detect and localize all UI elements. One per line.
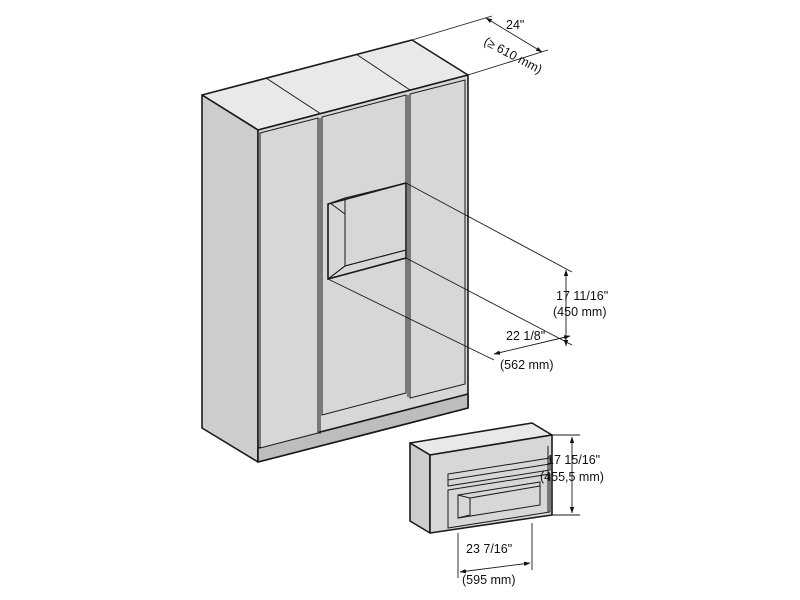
tall-cabinet (201, 39, 469, 463)
appliance-control-panel (447, 457, 551, 487)
niche-dimensions: 17 11/16" (450 mm) 22 1/8" (562 mm) (327, 182, 608, 372)
niche-height-metric-label: (450 mm) (553, 305, 606, 319)
cabinet-side-face (201, 94, 259, 463)
appliance-height-imperial-label: 17 15/16" (547, 453, 600, 467)
door-panel-right (409, 79, 466, 399)
appliance-width-metric-label: (595 mm) (462, 573, 515, 587)
appliance (409, 422, 553, 534)
cabinet-plinth (257, 393, 469, 463)
appliance-width-imperial-label: 23 7/16" (466, 542, 512, 556)
appliance-door (447, 473, 551, 529)
niche-height-imperial-label: 17 11/16" (556, 289, 608, 303)
appliance-dimensions: 17 15/16" (455,5 mm) 23 7/16" (595 mm) (457, 434, 604, 587)
depth-metric-label: (≥ 610 mm) (482, 34, 545, 76)
appliance-height-metric-label: (455,5 mm) (540, 470, 604, 484)
door-panel-left (259, 117, 319, 449)
niche-width-imperial-label: 22 1/8" (506, 329, 545, 343)
door-panel-middle (321, 94, 407, 416)
niche-width-metric-label: (562 mm) (500, 358, 553, 372)
depth-imperial-label: 24" (506, 18, 524, 32)
